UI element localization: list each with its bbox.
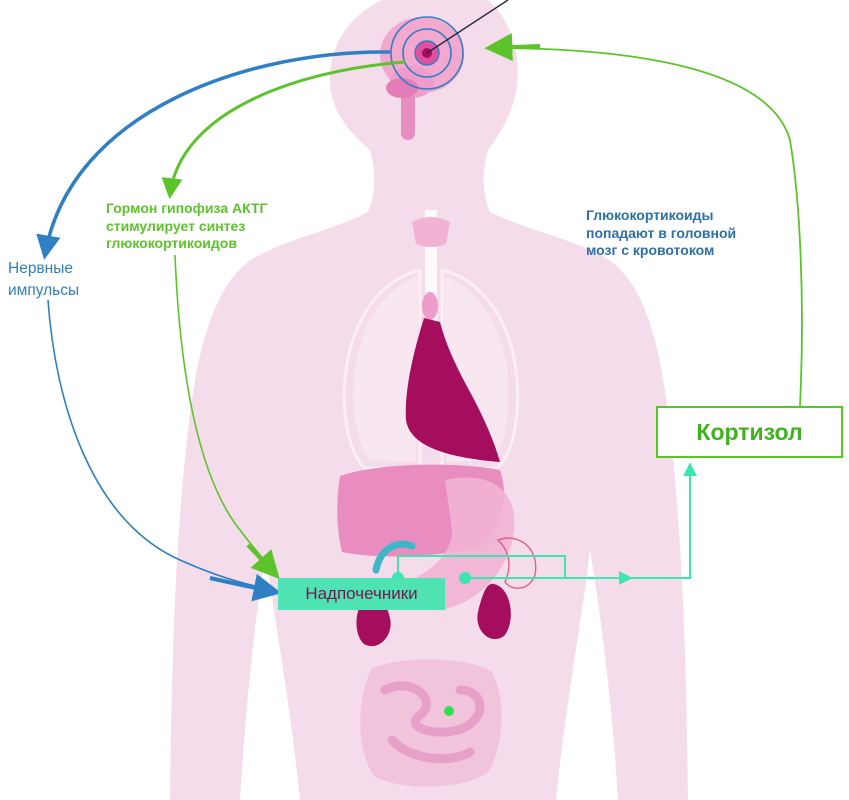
nerve-arrow-head	[209, 573, 282, 602]
cortisol-label: Кортизол	[696, 418, 803, 445]
feedback-arrow-head	[484, 33, 541, 62]
nerve-arrow-top	[36, 50, 391, 260]
esophagus-top	[422, 292, 438, 320]
intestine-dot	[444, 706, 454, 716]
brainstem	[401, 92, 415, 140]
cerebellum	[386, 78, 418, 98]
nerve-arrow-bottom	[47, 299, 277, 591]
adrenal-gland-icon	[372, 540, 416, 574]
pancreas-outline	[496, 537, 537, 589]
brain	[380, 0, 509, 140]
stomach	[410, 477, 515, 611]
intestines	[360, 659, 502, 787]
acth-arrow-head	[246, 543, 280, 580]
glucocorticoids-label: Глюкокортикоиды попадают в головной мозг…	[586, 207, 737, 258]
adrenals-label: Надпочечники	[305, 584, 418, 603]
cortisol-arrow	[630, 462, 697, 579]
chest-organs	[342, 268, 520, 472]
brain-pointer-line	[426, 0, 509, 54]
heart	[405, 318, 500, 462]
nerve-impulses-label: Нервные импульсы	[8, 260, 80, 299]
brain-target-ring-middle	[402, 28, 452, 78]
acth-label: Гормон гипофиза АКТГ стимулирует синтез …	[106, 200, 268, 251]
kidney-right	[477, 583, 511, 640]
brain-target-ring-outer	[390, 16, 464, 90]
lung-left	[353, 276, 418, 462]
lungs-outline	[342, 268, 520, 472]
intestines-outer	[360, 659, 502, 787]
abdomen-organs	[337, 464, 537, 611]
cortisol-box: Кортизол	[656, 406, 843, 458]
adrenals-box: Надпочечники	[278, 578, 445, 610]
thyroid	[412, 217, 450, 247]
intestines-coils	[380, 681, 485, 764]
acth-arrow-top	[161, 60, 406, 200]
feedback-arrow	[487, 41, 803, 407]
